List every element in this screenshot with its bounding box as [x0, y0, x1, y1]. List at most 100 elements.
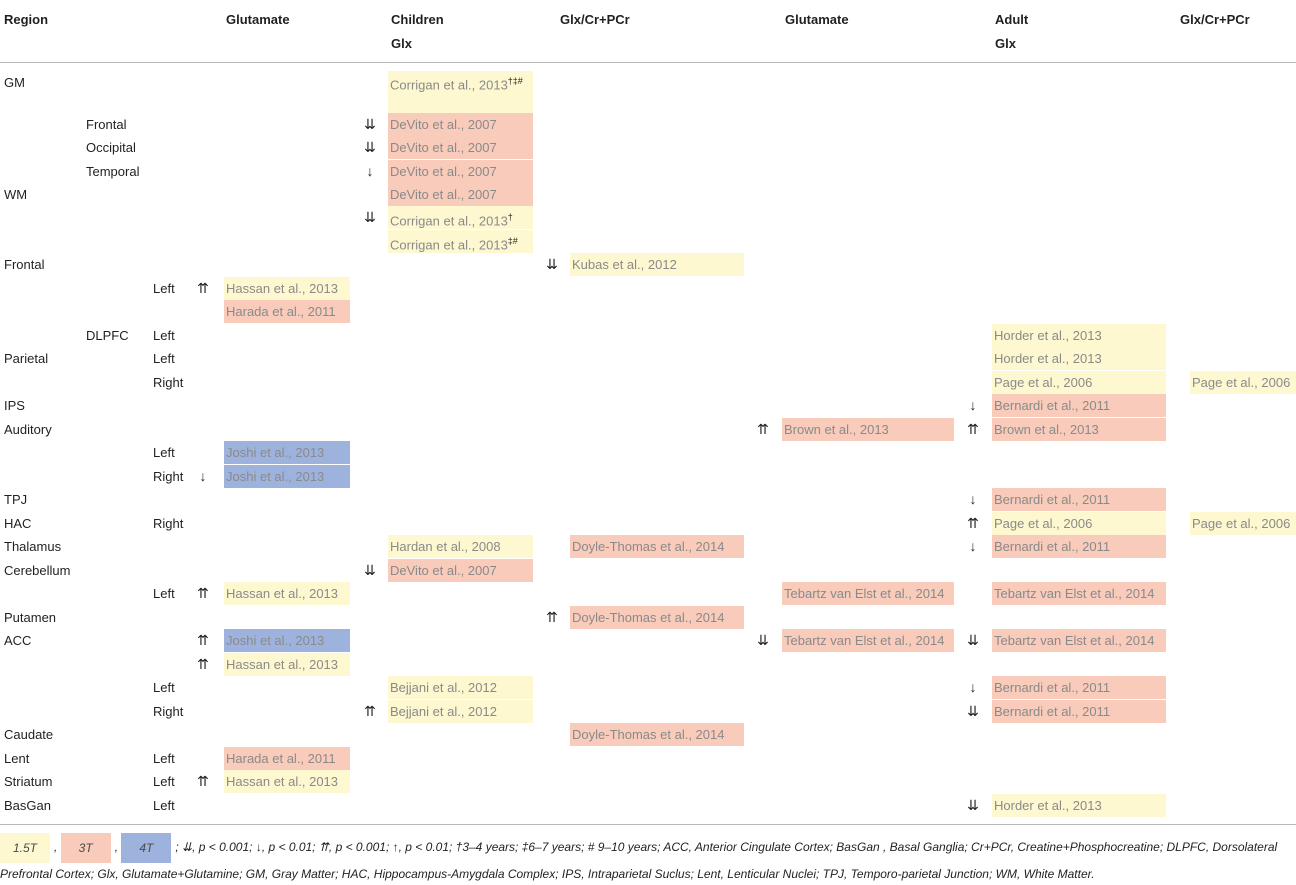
hemisphere-label: Right [153, 375, 184, 390]
citation-cell: Hardan et al., 2008 [388, 535, 533, 558]
hemisphere-label: Left [153, 281, 175, 296]
hemisphere-label: Right [153, 516, 184, 531]
header-region: Region [4, 12, 49, 27]
citation-text: Bernardi et al., 2011 [994, 492, 1111, 507]
significance-arrow: ↓ [366, 163, 374, 179]
citation-text: Hassan et al., 2013 [226, 774, 339, 789]
citation-text: Doyle-Thomas et al., 2014 [572, 539, 725, 554]
significance-arrow: ⇊ [364, 116, 376, 132]
citation-text: Hardan et al., 2008 [390, 539, 501, 554]
citation-cell: Tebartz van Elst et al., 2014 [992, 582, 1166, 605]
citation-text: Page et al., 2006 [1192, 375, 1291, 390]
header-divider [0, 62, 1296, 63]
citation-cell: Joshi et al., 2013 [224, 465, 350, 488]
region-label: Lent [4, 751, 30, 766]
citation-cell: Doyle-Thomas et al., 2014 [570, 723, 744, 746]
citation-text: Page et al., 2006 [994, 375, 1093, 390]
citation-age-marker: †‡# [507, 76, 523, 86]
citation-cell: Tebartz van Elst et al., 2014 [782, 629, 954, 652]
citation-text: Hassan et al., 2013 [226, 281, 339, 296]
region-label: Striatum [4, 774, 53, 789]
citation-text: Bernardi et al., 2011 [994, 680, 1111, 695]
significance-arrow: ⇊ [757, 632, 769, 648]
significance-arrow: ↓ [969, 679, 977, 695]
citation-text: Bernardi et al., 2011 [994, 704, 1111, 719]
citation-cell: Hassan et al., 2013 [224, 770, 350, 793]
citation-text: DeVito et al., 2007 [390, 117, 497, 132]
significance-arrow: ⇈ [967, 515, 979, 531]
citation-cell: Hassan et al., 2013 [224, 582, 350, 605]
citation-cell: Hassan et al., 2013 [224, 277, 350, 300]
subregion-label: Temporal [86, 164, 140, 179]
header-glxcr-adult: Glx/Cr+PCr [1180, 12, 1250, 27]
citation-cell: DeVito et al., 2007 [388, 160, 533, 183]
footnote-line-2: Prefrontal Cortex; Glx, Glutamate+Glutam… [0, 867, 1095, 881]
significance-arrow: ⇈ [197, 656, 209, 672]
citation-cell: Corrigan et al., 2013‡# [388, 230, 533, 253]
subregion-label: Occipital [86, 140, 136, 155]
subregion-label: DLPFC [86, 328, 129, 343]
citation-text: Tebartz van Elst et al., 2014 [994, 586, 1155, 601]
hemisphere-label: Right [153, 704, 184, 719]
significance-arrow: ↓ [969, 538, 977, 554]
significance-arrow: ⇊ [364, 562, 376, 578]
citation-cell: Doyle-Thomas et al., 2014 [570, 606, 744, 629]
hemisphere-label: Left [153, 774, 175, 789]
citation-text: Harada et al., 2011 [226, 751, 336, 766]
citation-text: DeVito et al., 2007 [390, 563, 497, 578]
citation-cell: Brown et al., 2013 [992, 418, 1166, 441]
citation-text: Brown et al., 2013 [994, 422, 1099, 437]
region-label: Thalamus [4, 539, 62, 554]
region-label: TPJ [4, 492, 28, 507]
hemisphere-label: Left [153, 751, 175, 766]
citation-cell: Joshi et al., 2013 [224, 441, 350, 464]
citation-text: Bernardi et al., 2011 [994, 539, 1111, 554]
table-footnote: 1.5T, 3T, 4T; ⇊, p < 0.001; ↓, p < 0.01;… [0, 833, 1296, 885]
legend-swatch-3t: 3T [60, 833, 111, 863]
header-glutamate-children: Glutamate [226, 12, 290, 27]
citation-cell: DeVito et al., 2007 [388, 136, 533, 159]
citation-cell: Bejjani et al., 2012 [388, 700, 533, 723]
citation-cell: Tebartz van Elst et al., 2014 [992, 629, 1166, 652]
citation-text: Joshi et al., 2013 [226, 445, 325, 460]
region-label: Putamen [4, 610, 57, 625]
citation-text: Joshi et al., 2013 [226, 633, 325, 648]
citation-cell: Doyle-Thomas et al., 2014 [570, 535, 744, 558]
hemisphere-label: Left [153, 328, 175, 343]
citation-cell: Page et al., 2006 [992, 512, 1166, 535]
header-glutamate-adult: Glutamate [785, 12, 849, 27]
citation-cell: Bernardi et al., 2011 [992, 535, 1166, 558]
significance-arrow: ⇈ [197, 632, 209, 648]
significance-arrow: ⇊ [967, 703, 979, 719]
citation-text: Tebartz van Elst et al., 2014 [784, 586, 945, 601]
citation-text: Bejjani et al., 2012 [390, 704, 497, 719]
citation-cell: DeVito et al., 2007 [388, 183, 533, 206]
citation-cell: Page et al., 2006 [1190, 371, 1296, 394]
citation-text: Page et al., 2006 [994, 516, 1093, 531]
citation-age-marker: † [507, 212, 513, 222]
citation-text: Horder et al., 2013 [994, 351, 1102, 366]
significance-arrow: ⇈ [197, 585, 209, 601]
significance-arrow: ⇊ [967, 632, 979, 648]
citation-cell: Bernardi et al., 2011 [992, 488, 1166, 511]
citation-text: Kubas et al., 2012 [572, 257, 677, 272]
citation-text: Tebartz van Elst et al., 2014 [994, 633, 1155, 648]
significance-arrow: ↓ [969, 491, 977, 507]
citation-cell: Corrigan et al., 2013†‡# [388, 71, 533, 113]
citation-text: Horder et al., 2013 [994, 328, 1102, 343]
citation-cell: Harada et al., 2011 [224, 747, 350, 770]
header-glxcr-children: Glx/Cr+PCr [560, 12, 630, 27]
citation-cell: Bejjani et al., 2012 [388, 676, 533, 699]
citation-cell: Bernardi et al., 2011 [992, 394, 1166, 417]
citation-text: Tebartz van Elst et al., 2014 [784, 633, 945, 648]
citation-text: DeVito et al., 2007 [390, 187, 497, 202]
significance-arrow: ⇈ [197, 280, 209, 296]
header-adult: Adult [995, 12, 1029, 27]
citation-cell: Harada et al., 2011 [224, 300, 350, 323]
header-children: Children [391, 12, 444, 27]
hemisphere-label: Left [153, 798, 175, 813]
citation-text: Hassan et al., 2013 [226, 657, 339, 672]
citation-cell: Tebartz van Elst et al., 2014 [782, 582, 954, 605]
region-label: WM [4, 187, 28, 202]
